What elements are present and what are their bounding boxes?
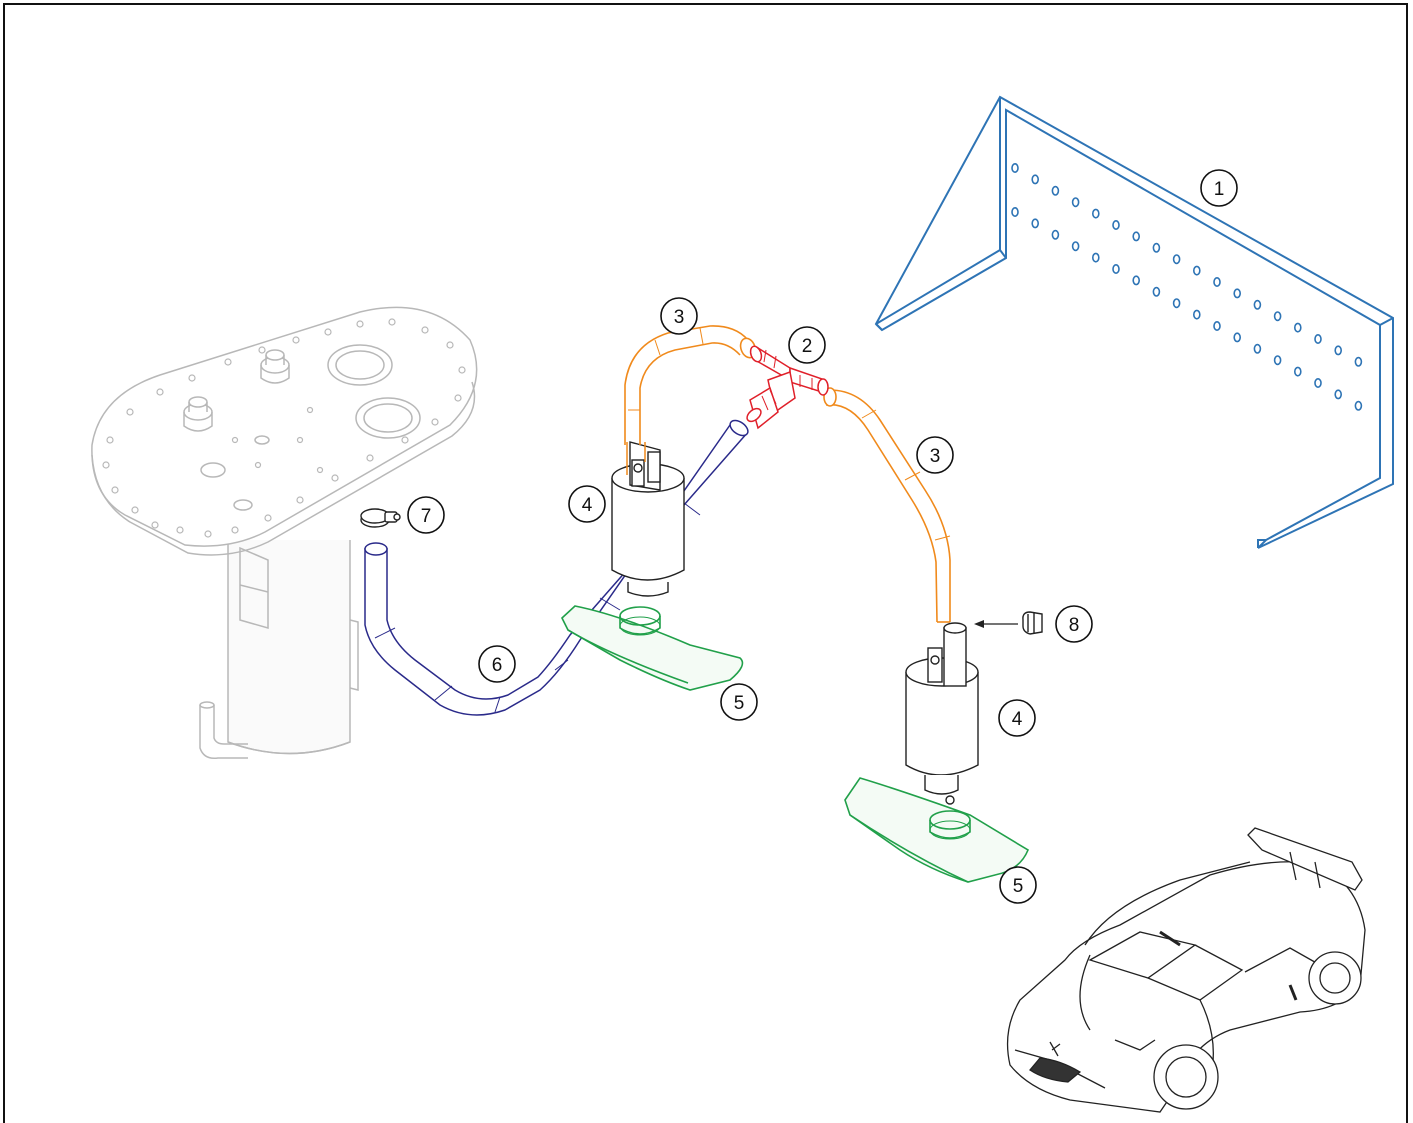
- baffle-hole: [1071, 197, 1080, 208]
- callout-label: 5: [734, 693, 745, 714]
- fuel-hose-icon: [823, 387, 951, 623]
- return-hose-icon: [364, 419, 749, 716]
- pump-strainer-icon: [561, 605, 744, 691]
- baffle-hole: [1314, 333, 1322, 344]
- baffle-hole: [1051, 229, 1060, 240]
- baffle-hole: [1071, 241, 1080, 252]
- baffle-hole: [1233, 332, 1241, 343]
- callout-label: 4: [1012, 709, 1023, 730]
- baffle-hole: [1092, 208, 1100, 219]
- baffle-plate-icon: [874, 95, 1394, 549]
- callout-label: 3: [930, 446, 941, 467]
- baffle-hole: [1273, 355, 1282, 366]
- baffle-hole: [1354, 400, 1363, 411]
- baffle-hole: [1314, 377, 1322, 388]
- callout-3: 3: [916, 436, 954, 474]
- callout-label: 2: [802, 336, 813, 357]
- tee-fitting-icon: [746, 345, 829, 430]
- baffle-hole: [1213, 276, 1221, 287]
- callout-3: 3: [660, 297, 698, 335]
- callout-1: 1: [1200, 169, 1238, 207]
- car-locator-icon: [1006, 827, 1366, 1113]
- baffle-hole: [1213, 320, 1221, 331]
- baffle-hole: [1253, 343, 1262, 354]
- callout-label: 3: [674, 307, 685, 328]
- baffle-hole: [1334, 389, 1342, 400]
- baffle-hole: [1011, 207, 1019, 218]
- callout-label: 6: [492, 655, 503, 676]
- baffle-hole: [1092, 252, 1100, 263]
- baffle-hole: [1031, 218, 1039, 229]
- fuel-tank-flange-icon: [91, 306, 478, 760]
- baffle-hole: [1253, 299, 1262, 310]
- baffle-hole: [1132, 231, 1140, 242]
- callout-6: 6: [478, 645, 516, 683]
- baffle-hole: [1112, 220, 1120, 231]
- baffle-hole: [1031, 174, 1039, 185]
- baffle-hole: [1193, 309, 1201, 320]
- baffle-hole: [1152, 242, 1161, 253]
- baffle-hole: [1273, 311, 1282, 322]
- baffle-hole: [1132, 275, 1140, 286]
- fuel-pump-icon: [611, 441, 685, 597]
- callout-label: 5: [1013, 876, 1024, 897]
- hose-clip-icon: [1022, 611, 1043, 635]
- hose-clamp-icon: [360, 508, 401, 528]
- baffle-hole: [1152, 286, 1161, 297]
- callout-2: 2: [788, 326, 826, 364]
- callout-label: 8: [1069, 615, 1080, 636]
- callout-label: 7: [421, 506, 432, 527]
- baffle-hole: [1193, 265, 1201, 276]
- baffle-hole: [1011, 163, 1019, 174]
- fuel-pump-icon: [905, 622, 979, 805]
- baffle-hole: [1051, 185, 1060, 196]
- baffle-hole: [1172, 298, 1181, 309]
- pump-strainer-icon: [844, 777, 1029, 883]
- callout-8: 8: [1055, 605, 1093, 643]
- callout-5: 5: [720, 683, 758, 721]
- callout-5: 5: [999, 866, 1037, 904]
- diagram-frame: [3, 3, 1408, 1123]
- baffle-hole: [1354, 356, 1363, 367]
- callout-label: 1: [1214, 179, 1225, 200]
- callout-4: 4: [998, 699, 1036, 737]
- callout-4: 4: [568, 485, 606, 523]
- baffle-hole: [1233, 288, 1241, 299]
- baffle-hole: [1334, 345, 1342, 356]
- callout-7: 7: [407, 496, 445, 534]
- baffle-hole: [1294, 366, 1302, 377]
- baffle-hole: [1172, 254, 1181, 265]
- callout-label: 4: [582, 495, 593, 516]
- baffle-hole: [1112, 263, 1120, 274]
- baffle-hole: [1294, 322, 1302, 333]
- leader-arrow: [974, 620, 1018, 628]
